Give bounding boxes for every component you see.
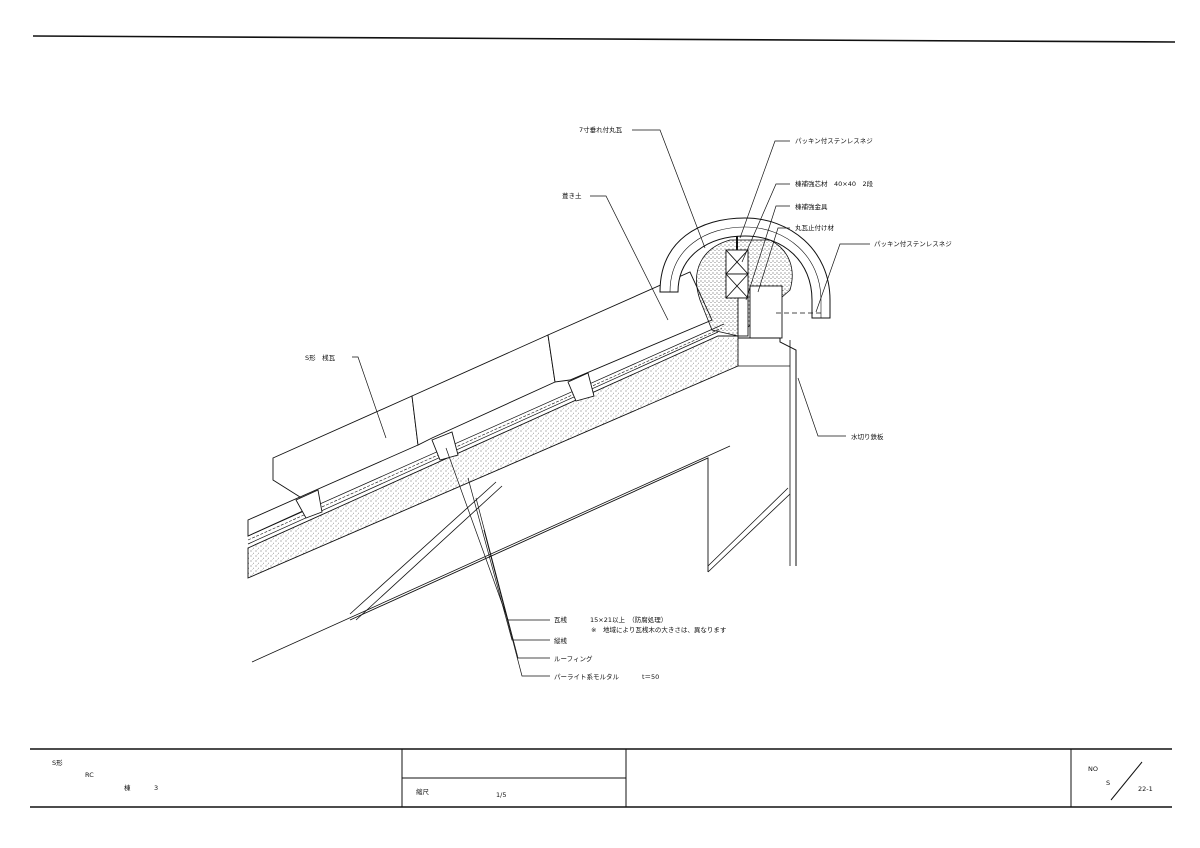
scale-value: 1/5 [496,791,506,799]
title-part-value: 3 [154,784,158,792]
roof-tile [411,334,556,446]
drawing-no-label: NO [1088,765,1098,773]
drawing-no-value: 22-1 [1138,785,1153,793]
scale-label: 縮尺 [416,787,430,796]
title-part-label: 棟 [124,783,131,792]
rc-diagonal [355,485,503,621]
title-type: S形 [52,759,63,767]
label-hokyo-kanagu: 棟補強金具 [795,202,828,211]
label-packing-screw-2: パッキン付ステンレスネジ [874,239,952,248]
rc-wall-outline [349,457,709,621]
label-fukitsuchi: 葺き土 [562,191,582,200]
rc-diagonal [349,481,497,615]
rc-diagonal [707,493,791,573]
perlite-mortar-slab [247,335,739,579]
title-structure: RC [85,771,94,779]
tile-hook [431,431,459,461]
roofing-line [247,331,719,545]
label-kawarazan-size: 15×21以上 （防腐処理） [590,615,667,624]
ridge-metal-fitting [737,297,749,337]
label-mizukiri: 水切り鉄板 [851,432,884,441]
roof-section [247,217,831,663]
leader-lines [352,129,870,677]
label-s-gawara: S形 桟瓦 [305,353,336,362]
label-hokyo-shinzai: 棟補強芯材 40×40 2段 [795,179,874,188]
tile-hook [567,372,595,402]
round-ridge-tile [659,217,831,319]
label-tatezan: 縦桟 [554,636,568,645]
roof-tile [272,395,419,498]
vertical-batten-line [247,323,725,537]
marugawara-stopper [749,285,783,339]
title-block [30,748,1172,808]
label-maru-gawara: 7寸垂れ付丸瓦 [579,125,623,134]
mizukiri-flashing [738,337,797,566]
round-ridge-tile-inner-line [669,226,822,318]
label-packing-screw-1: パッキン付ステンレスネジ [795,136,873,145]
label-mortar-thickness: t＝50 [642,673,659,681]
label-roofing: ルーフィング [554,654,593,663]
ridge-core-material [725,249,749,299]
s-shape-tiles [247,271,713,537]
label-kawarazan: 瓦桟 [554,615,568,624]
rc-diagonal [707,487,789,567]
label-marugawara-tomezai: 丸瓦止付け材 [795,223,835,232]
sheet-top-border [32,35,1176,43]
tile-hook [295,489,323,519]
label-mortar: パーライト系モルタル [554,672,620,681]
drawing-no-prefix: S [1106,779,1110,787]
label-kawarazan-note: ※ 地域により瓦桟木の大きさは、異なります [591,625,727,634]
roofing-line-2 [247,327,723,541]
